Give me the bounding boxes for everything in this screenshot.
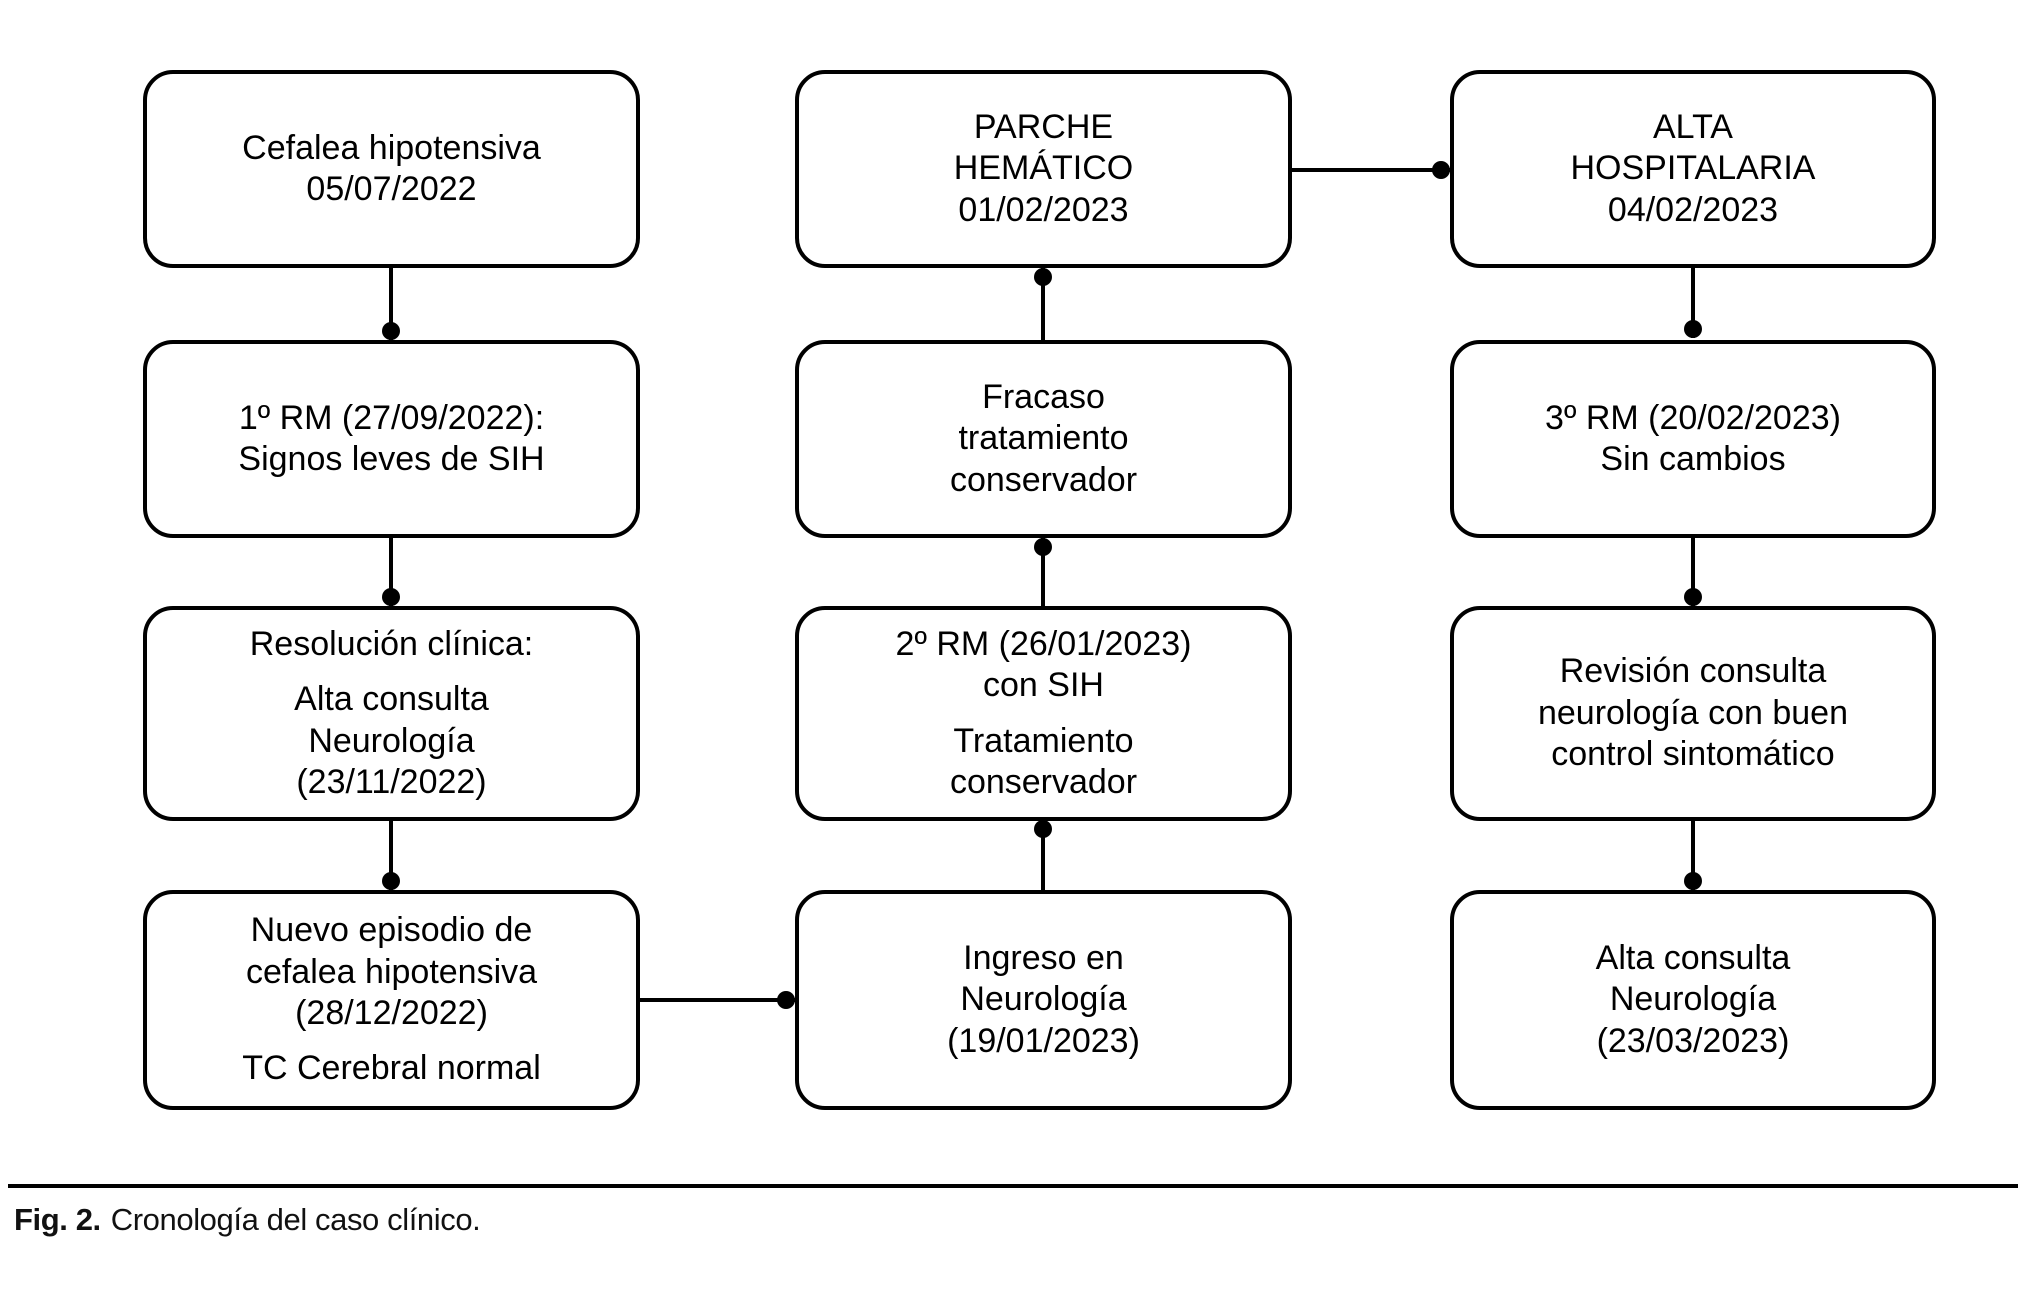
connector-line-c2-3-2 [1041,538,1045,606]
connector-dot-c2-2-1 [1034,268,1052,286]
connector-line-c3-1-2 [1691,268,1695,338]
connector-line-c3-3-4 [1691,821,1695,890]
connector-dot-c2-3-2 [1034,538,1052,556]
connector-dot-c1-3-4 [382,872,400,890]
connector-dot-c1-2-3 [382,588,400,606]
connector-dot-episodio-to-ingreso [777,991,795,1009]
connector-dot-c3-1-2 [1684,320,1702,338]
connector-line-c2-2-1 [1041,268,1045,340]
figure-caption-label: Fig. 2. [14,1202,101,1237]
connector-line-c2-4-3 [1041,820,1045,890]
flow-box-primera-rm: 1º RM (27/09/2022):Signos leves de SIH [143,340,640,538]
connector-dot-c2-4-3 [1034,820,1052,838]
connector-line-episodio-to-ingreso [640,998,795,1002]
connector-dot-c3-2-3 [1684,588,1702,606]
connector-line-parche-to-alta [1292,168,1450,172]
connector-dot-c1-1-2 [382,322,400,340]
connector-dot-parche-to-alta [1432,161,1450,179]
connector-line-c1-3-4 [389,821,393,890]
connector-line-c3-2-3 [1691,535,1695,606]
figure-caption-text: Cronología del caso clínico. [110,1202,481,1237]
flow-box-tercera-rm: 3º RM (20/02/2023)Sin cambios [1450,340,1936,538]
caption-divider [8,1184,2018,1188]
connector-line-c1-1-2 [389,268,393,340]
connector-line-c1-2-3 [389,538,393,606]
connector-dot-c3-3-4 [1684,872,1702,890]
figure-caption: Fig. 2. Cronología del caso clínico. [14,1202,481,1238]
